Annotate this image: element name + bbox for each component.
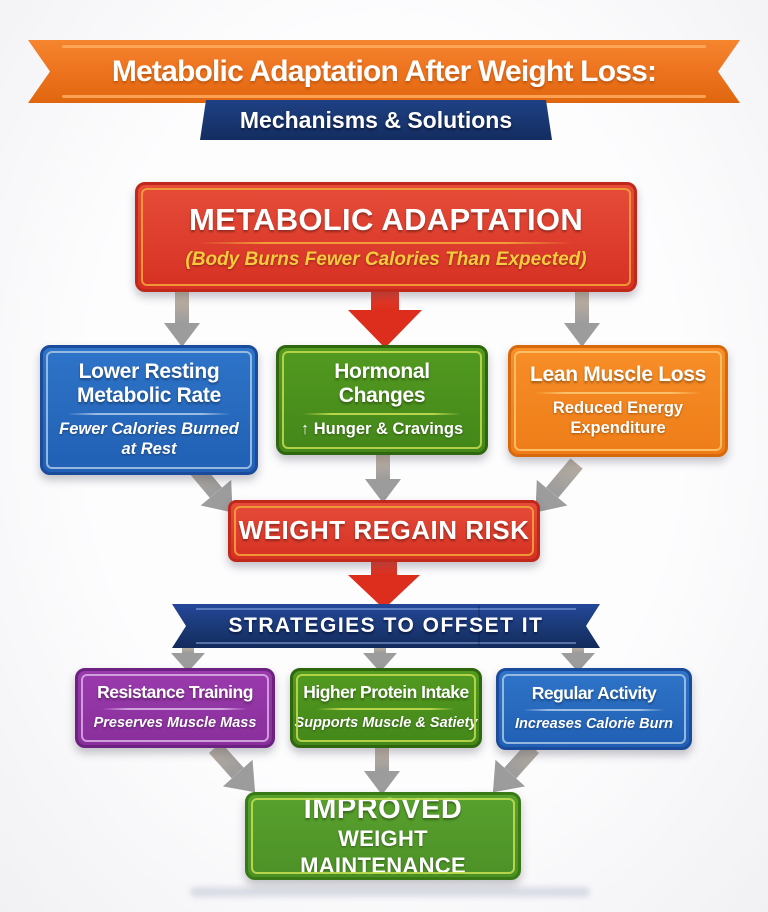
- strategy-title: Higher Protein Intake: [303, 682, 469, 703]
- strategy-box-resistance-training: Resistance Training Preserves Muscle Mas…: [75, 668, 275, 748]
- arrow-to-protein-intake: [363, 646, 397, 672]
- arrow-to-regular-activity: [561, 646, 595, 672]
- header-subtitle-banner: Mechanisms & Solutions: [200, 100, 552, 140]
- arrow-head: [164, 323, 200, 347]
- mechanism-box-lower-rmr: Lower Resting Metabolic Rate Fewer Calor…: [40, 345, 258, 475]
- header-ribbon: Metabolic Adaptation After Weight Loss:: [28, 40, 740, 103]
- strategy-detail: Preserves Muscle Mass: [93, 715, 257, 732]
- arrow-head: [564, 323, 600, 347]
- page-subtitle: Mechanisms & Solutions: [239, 106, 513, 133]
- strategy-title: Resistance Training: [97, 682, 253, 703]
- arrow-shaft: [175, 290, 189, 323]
- divider: [535, 392, 701, 395]
- arrow-down-left-mechanism: [163, 290, 201, 347]
- improved-weight-maintenance-box: IMPROVED WEIGHT MAINTENANCE: [245, 792, 521, 880]
- mechanism-detail: Fewer Calories Burned at Rest: [59, 420, 239, 458]
- arrow-shaft: [376, 453, 390, 479]
- bottom-shadow-bar: [190, 887, 590, 897]
- metabolic-adaptation-title: METABOLIC ADAPTATION: [188, 201, 584, 237]
- divider: [303, 413, 461, 416]
- arrow-shaft: [182, 646, 194, 653]
- metabolic-adaptation-box: METABOLIC ADAPTATION (Body Burns Fewer C…: [135, 182, 637, 292]
- mechanism-title: Hormonal Changes: [334, 360, 430, 408]
- divider: [102, 708, 248, 711]
- strategy-box-regular-activity: Regular Activity Increases Calorie Burn: [496, 668, 692, 750]
- strategy-title: Regular Activity: [531, 683, 657, 704]
- ribbon-highlight-line: [62, 45, 706, 48]
- metabolic-adaptation-subtitle: (Body Burns Fewer Calories Than Expected…: [185, 249, 587, 271]
- arrow-down-center-to-outcome: [363, 745, 401, 795]
- weight-regain-risk-title: WEIGHT REGAIN RISK: [238, 515, 530, 546]
- page-title: Metabolic Adaptation After Weight Loss:: [111, 54, 657, 88]
- outcome-title: IMPROVED: [303, 793, 463, 826]
- arrow-down-center-to-regain: [364, 453, 402, 503]
- strategy-detail: Increases Calorie Burn: [515, 716, 673, 733]
- arrow-shaft: [375, 745, 389, 771]
- arrow-shaft: [572, 646, 584, 653]
- banner-seam: [478, 606, 480, 646]
- banner-highlight-line: [196, 608, 576, 610]
- arrow-red-to-strategies: [348, 561, 420, 609]
- strategies-banner-title: STRATEGIES TO OFFSET IT: [228, 614, 544, 637]
- mechanism-box-hormonal: Hormonal Changes ↑ Hunger & Cravings: [276, 345, 488, 455]
- mechanism-box-muscle-loss: Lean Muscle Loss Reduced Energy Expendit…: [508, 345, 728, 457]
- banner-highlight-line: [196, 642, 576, 644]
- mechanism-title: Lower Resting Metabolic Rate: [77, 360, 221, 408]
- arrow-down-center-red: [348, 290, 422, 348]
- arrow-shaft: [575, 290, 589, 323]
- divider: [523, 709, 665, 712]
- arrow-head: [348, 310, 422, 348]
- arrow-shaft: [371, 290, 399, 310]
- outcome-subtitle: WEIGHT MAINTENANCE: [300, 826, 466, 878]
- arrow-shaft: [371, 561, 397, 575]
- mechanism-detail: Reduced Energy Expenditure: [552, 399, 684, 437]
- mechanism-title: Lean Muscle Loss: [529, 363, 707, 387]
- divider: [198, 242, 574, 245]
- ribbon-highlight-line: [62, 95, 706, 98]
- divider: [317, 708, 455, 711]
- strategy-box-protein-intake: Higher Protein Intake Supports Muscle & …: [290, 668, 482, 748]
- arrow-to-resistance-training: [171, 646, 205, 672]
- arrow-shaft: [546, 458, 583, 498]
- arrow-shaft: [374, 646, 386, 653]
- mechanism-detail: ↑ Hunger & Cravings: [300, 420, 464, 439]
- strategies-banner: STRATEGIES TO OFFSET IT: [172, 604, 600, 648]
- weight-regain-risk-box: WEIGHT REGAIN RISK: [228, 500, 540, 562]
- divider: [67, 413, 231, 416]
- arrow-head: [348, 575, 420, 609]
- strategy-detail: Supports Muscle & Satiety: [294, 715, 478, 732]
- arrow-down-right-mechanism: [563, 290, 601, 347]
